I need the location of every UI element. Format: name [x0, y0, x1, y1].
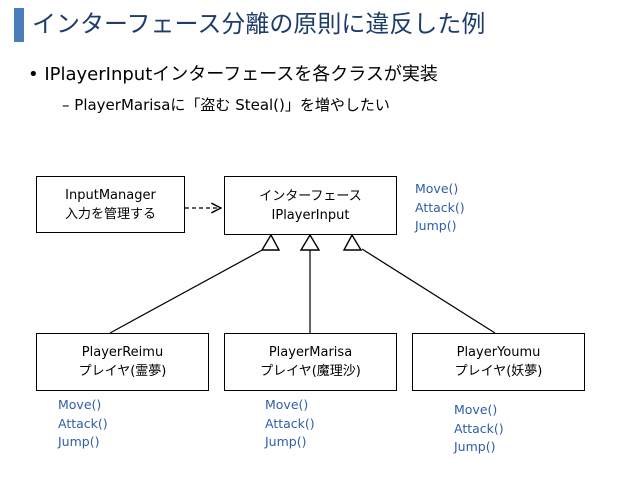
interface-stereotype: インターフェース [259, 188, 362, 204]
player-class-desc: プレイヤ(魔理沙) [260, 364, 361, 379]
method: Move() [454, 402, 498, 417]
player-reimu-box: PlayerReimu プレイヤ(霊夢) [36, 333, 209, 391]
method: Attack() [454, 420, 504, 436]
method: Move() [58, 397, 102, 412]
realization-triangle-youmu [342, 233, 363, 251]
realization-triangle-marisa [299, 233, 321, 251]
method: Jump() [265, 434, 307, 449]
player-marisa-box: PlayerMarisa プレイヤ(魔理沙) [224, 333, 397, 391]
player-class-name: PlayerMarisa [268, 345, 353, 360]
method: Attack() [58, 415, 108, 431]
player-youmu-methods: Move() Attack() Jump() [454, 401, 504, 457]
slide-title: インターフェース分離の原則に違反した例 [32, 10, 486, 38]
input-manager-box: InputManager 入力を管理する [36, 176, 185, 233]
bullet-level2: – PlayerMarisaに「盗む Steal()」を増やしたい [62, 96, 390, 114]
title-accent-bar [14, 8, 24, 42]
method: Attack() [265, 415, 315, 431]
player-reimu-methods: Move() Attack() Jump() [58, 396, 108, 452]
player-class-name: PlayerReimu [81, 345, 164, 360]
input-manager-name: InputManager [65, 187, 156, 203]
method: Jump() [58, 434, 100, 449]
realization-triangle-reimu [260, 233, 281, 251]
method: Move() [265, 397, 309, 412]
player-class-desc: プレイヤ(霊夢) [78, 364, 167, 379]
method: Move() [415, 181, 459, 196]
player-class-desc: プレイヤ(妖夢) [454, 364, 543, 379]
player-youmu-box: PlayerYoumu プレイヤ(妖夢) [412, 333, 585, 391]
player-marisa-methods: Move() Attack() Jump() [265, 396, 315, 452]
interface-methods: Move() Attack() Jump() [415, 180, 465, 236]
interface-box: インターフェース IPlayerInput [224, 176, 397, 235]
interface-name: IPlayerInput [271, 207, 350, 223]
input-manager-desc: 入力を管理する [64, 206, 156, 222]
realization-line-youmu [361, 248, 496, 334]
method: Jump() [454, 439, 496, 454]
method: Attack() [415, 199, 465, 215]
player-class-name: PlayerYoumu [456, 345, 541, 360]
realization-line-reimu [109, 248, 265, 334]
bullet-level1: • IPlayerInputインターフェースを各クラスが実装 [28, 64, 438, 85]
method: Jump() [415, 218, 457, 233]
